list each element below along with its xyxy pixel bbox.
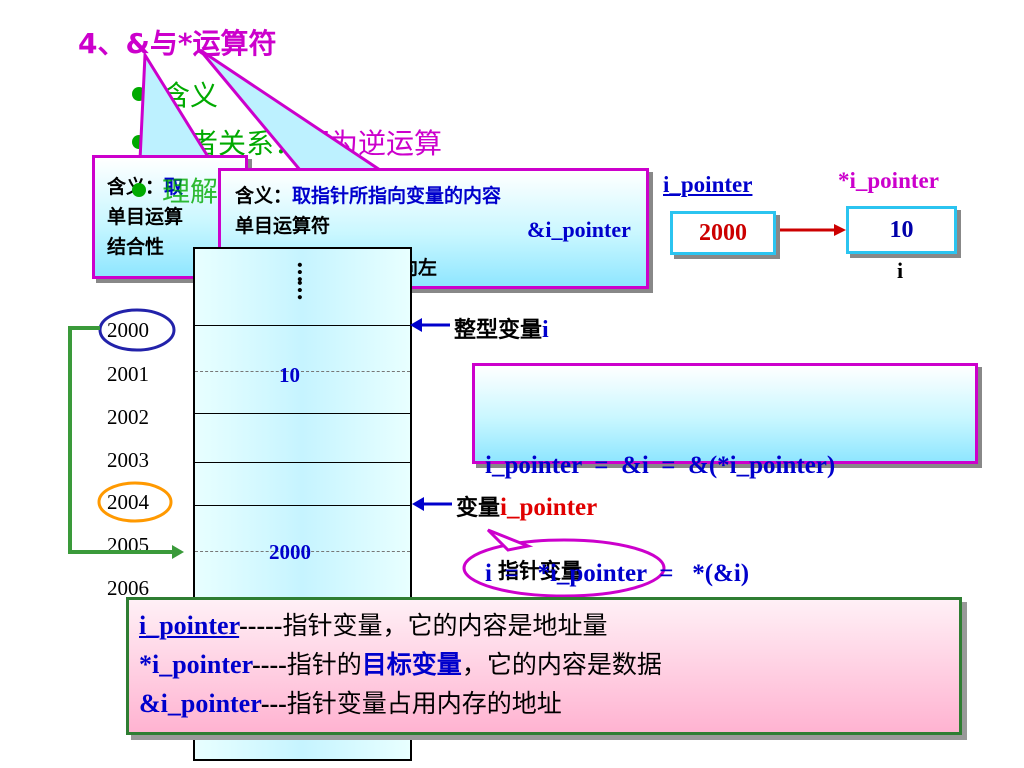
address-label: 2001 (107, 362, 149, 386)
callout-line: 单目运算符 (235, 215, 331, 237)
label-int-var: 整型变量i (454, 312, 549, 344)
bullet-dot-icon (132, 183, 146, 197)
callout-expression: &i_pointer (527, 217, 631, 242)
summary-text: 指针的 (286, 650, 362, 679)
memory-ellipsis: …… (292, 261, 318, 297)
summary-row: &i_pointer---指针变量占用内存的地址 (139, 684, 959, 723)
label-var-name: i (542, 317, 549, 343)
summary-term: &i_pointer (139, 689, 261, 718)
summary-highlight: 目标变量 (361, 650, 462, 679)
summary-term: i_pointer (139, 611, 240, 640)
diagram-target-name: i (897, 258, 904, 283)
summary-term: *i_pointer (139, 650, 253, 679)
equation-line-1: i_pointer = &i = &(*i_pointer) (485, 452, 836, 479)
address-label: 2000 (107, 318, 149, 342)
title-text: &与*运算符 (125, 27, 277, 60)
title-number: 4、 (78, 27, 126, 60)
address-label: 2003 (107, 448, 149, 472)
equation-line-2: i = *i_pointer = *(&i) (485, 560, 750, 587)
green-bracket (68, 326, 175, 554)
address-label: 2002 (107, 405, 149, 429)
diagram-target-box: 10 (846, 206, 957, 254)
bubble-pointer-var: 指针变量 (498, 559, 582, 583)
label-var-name: i_pointer (500, 494, 598, 521)
diagram-deref-label: *i_pointer (838, 168, 939, 193)
summary-row: i_pointer-----指针变量，它的内容是地址量 (139, 606, 959, 645)
arrow-right-icon (834, 224, 846, 236)
address-label: 2004 (107, 490, 149, 514)
summary-dash: --- (260, 689, 287, 718)
callout-line: 单目运算 (107, 206, 184, 228)
summary-dash: ----- (239, 611, 283, 640)
summary-dash: ---- (252, 650, 287, 679)
label-ptr-var: 变量i_pointer (456, 490, 597, 522)
cell-value-i: 10 (279, 363, 300, 387)
slide-title: 4、&与*运算符 (78, 22, 277, 62)
cell-value-pointer: 2000 (269, 540, 311, 564)
diagram-pointer-box: 2000 (670, 211, 776, 255)
summary-row: *i_pointer----指针的目标变量，它的内容是数据 (139, 645, 959, 684)
address-label: 2006 (107, 576, 149, 600)
bullet-text: 理解 (162, 175, 219, 208)
bubble-shape (462, 528, 666, 598)
summary-box: i_pointer-----指针变量，它的内容是地址量 *i_pointer--… (126, 597, 962, 735)
callout-value: 取 (164, 176, 184, 198)
circle-address-2000 (98, 308, 176, 352)
summary-text: 指针变量占用内存的地址 (286, 689, 562, 718)
callout-value: 取指针所指向变量的内容 (292, 185, 502, 207)
summary-text: 指针变量，它的内容是地址量 (282, 611, 608, 640)
label-prefix: 整型变量 (454, 318, 543, 343)
arrow-left-icon (412, 497, 424, 511)
arrow-left-icon (410, 318, 422, 332)
bullet-understand: 理解 (132, 170, 218, 210)
circle-address-2004 (97, 481, 173, 523)
callout-line: 结合性 (107, 236, 165, 258)
callout-label: 含义： (235, 185, 293, 207)
diagram-pointer-label: i_pointer (663, 172, 753, 197)
label-prefix: 变量 (456, 496, 501, 521)
summary-text: ，它的内容是数据 (461, 650, 662, 679)
equations-box: i_pointer = &i = &(*i_pointer) i = *i_po… (472, 363, 978, 587)
